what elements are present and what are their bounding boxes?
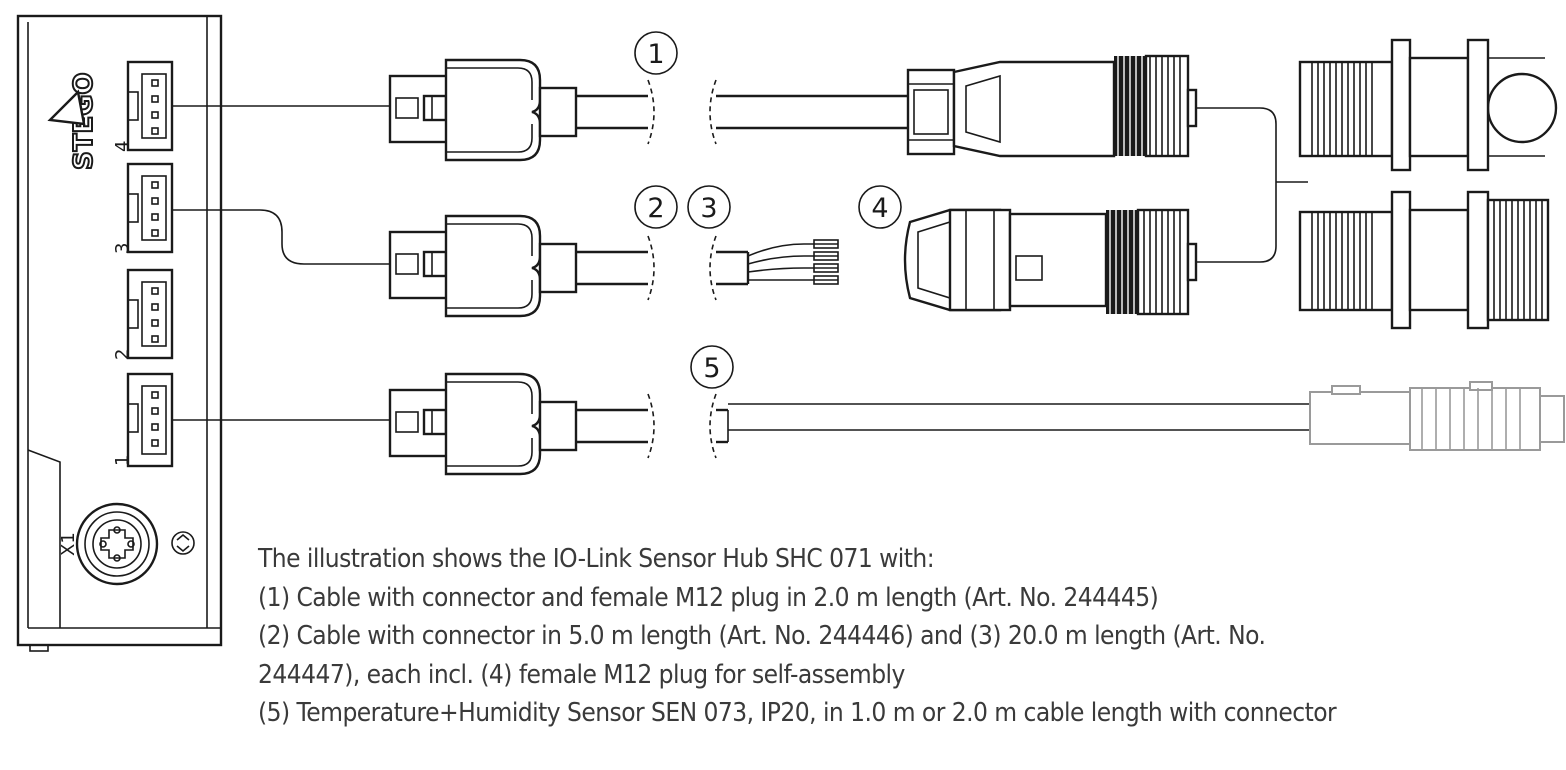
cable-break-marks — [647, 79, 717, 459]
terminal-port-4 — [126, 60, 174, 152]
socket-label: X1 — [58, 532, 79, 556]
cable-2-3-open-end — [716, 239, 839, 286]
knurl-lines-4 — [1109, 210, 1135, 314]
hub-wires — [172, 105, 390, 421]
cable-connector-2 — [388, 214, 648, 318]
svg-text:5: 5 — [703, 353, 720, 384]
caption-line-item-2-3: (2) Cable with connector in 5.0 m length… — [258, 621, 1266, 651]
temperature-humidity-sensor — [716, 381, 1565, 451]
sensor-hub: STEGO — [16, 14, 223, 652]
terminal-port-3 — [126, 162, 174, 254]
terminal-port-1 — [126, 372, 174, 468]
port-label-3: 3 — [112, 243, 133, 254]
cable-connector-1 — [388, 58, 648, 162]
connector-bracket — [1196, 107, 1308, 263]
callout-4: 4 — [858, 185, 902, 229]
m12-female-plug-self-assembly — [903, 208, 1198, 316]
knurl-lines — [1117, 56, 1143, 156]
svg-text:2: 2 — [647, 193, 664, 224]
callout-5: 5 — [690, 345, 734, 389]
caption-line-intro: The illustration shows the IO-Link Senso… — [258, 544, 935, 574]
callout-3: 3 — [687, 185, 731, 229]
panel-socket-bottom — [1298, 190, 1550, 330]
port-label-1: 1 — [112, 455, 133, 466]
terminal-port-2 — [126, 268, 174, 360]
svg-text:3: 3 — [700, 193, 717, 224]
caption-line-item-5: (5) Temperature+Humidity Sensor SEN 073,… — [258, 698, 1337, 728]
caption: The illustration shows the IO-Link Senso… — [258, 540, 1454, 733]
caption-line-item-1: (1) Cable with connector and female M12 … — [258, 582, 1159, 613]
logo-triangle-icon — [47, 89, 86, 126]
port-label-4: 4 — [112, 141, 133, 152]
callout-2: 2 — [634, 185, 678, 229]
svg-text:4: 4 — [871, 193, 888, 224]
m12-socket-x1 — [75, 502, 159, 586]
caption-line-item-2-3-cont: 244447), each incl. (4) female M12 plug … — [258, 659, 905, 690]
cable-connector-5 — [388, 372, 648, 476]
callout-1: 1 — [634, 31, 678, 75]
m12-female-plug-1 — [716, 54, 1198, 158]
io-link-icon — [171, 531, 195, 555]
panel-socket-top — [1298, 38, 1558, 172]
svg-text:1: 1 — [647, 39, 664, 70]
port-label-2: 2 — [112, 349, 133, 360]
